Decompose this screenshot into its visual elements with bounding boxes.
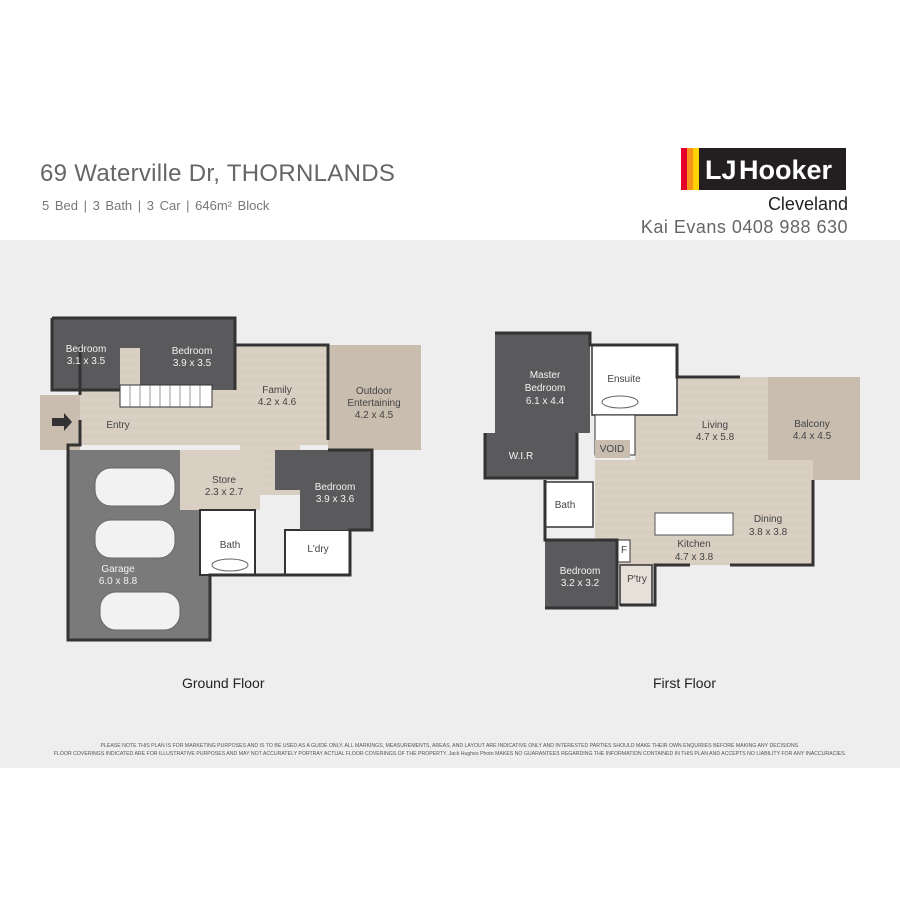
disclaimer-line-2: FLOOR COVERINGS INDICATED ARE FOR ILLUST… <box>53 751 847 757</box>
gf-room-name: Outdoor <box>356 386 393 397</box>
outdoor-entertaining-area <box>328 345 421 450</box>
gf-room-name: Bedroom <box>172 346 213 357</box>
ff-room-name: Kitchen <box>677 539 710 550</box>
gf-room-name: Store <box>212 475 236 486</box>
gf-outdoor-second-line: Entertaining <box>347 398 400 409</box>
ff-room-name: Bath <box>555 500 576 511</box>
bedroom-4-floor <box>545 540 617 608</box>
first-floor-label: First Floor <box>653 675 716 691</box>
master-bedroom-floor <box>495 333 590 433</box>
ff-room-name: W.I.R <box>509 451 533 462</box>
entry-arrow-icon <box>52 413 72 431</box>
gf-room-size: 6.0 x 8.8 <box>99 576 138 587</box>
gf-room-size: 3.9 x 3.6 <box>316 494 355 505</box>
disclaimer-line-1: PLEASE NOTE THIS PLAN IS FOR MARKETING P… <box>100 743 800 749</box>
void-floor <box>595 440 630 458</box>
ff-room-name: Ensuite <box>607 374 641 385</box>
office-name: Cleveland <box>767 194 848 214</box>
ff-room-size: 6.1 x 4.4 <box>526 396 565 407</box>
property-address: 69 Waterville Dr, THORNLANDS <box>40 160 396 187</box>
ff-room-name: F <box>621 545 627 556</box>
bedroom-3-floor <box>300 450 372 530</box>
gf-room-size: 2.3 x 2.7 <box>205 487 244 498</box>
ff-room-size: 4.7 x 3.8 <box>675 552 714 563</box>
logo-lj: LJ <box>705 155 737 185</box>
ff-room-name: VOID <box>600 444 624 455</box>
bedroom-1-floor <box>52 318 120 390</box>
ff-master-second-line: Bedroom <box>525 383 566 394</box>
ground-floor-label: Ground Floor <box>182 675 265 691</box>
ff-room-size: 4.4 x 4.5 <box>793 431 832 442</box>
disclaimer: PLEASE NOTE THIS PLAN IS FOR MARKETING P… <box>10 742 890 758</box>
ff-room-name: Bedroom <box>560 566 601 577</box>
ground-floor-plan: Bedroom 3.1 x 3.5 Bedroom 3.9 x 3.5 Fami… <box>40 316 421 642</box>
gf-room-name: Bedroom <box>66 344 107 355</box>
gf-room-name: Family <box>262 385 291 396</box>
gf-room-size: 3.1 x 3.5 <box>67 356 106 367</box>
bath-floor-first <box>544 481 594 528</box>
pantry-floor <box>619 564 653 606</box>
ff-room-name: Balcony <box>794 419 830 430</box>
gf-room-size: 4.2 x 4.6 <box>258 397 297 408</box>
gf-room-name: Bath <box>220 540 241 551</box>
property-specs: 5 Bed | 3 Bath | 3 Car | 646m² Block <box>42 198 270 213</box>
ff-room-name: Dining <box>754 514 782 525</box>
bedroom-2-floor <box>140 318 235 390</box>
kitchen-island <box>654 512 734 536</box>
ff-room-name: Living <box>702 420 728 431</box>
first-floor-plan: Master 6.1 x 4.4 Ensuite W.I.R VOID Livi… <box>483 331 860 610</box>
ff-room-size: 4.7 x 5.8 <box>696 432 735 443</box>
agent-contact: Kai Evans 0408 988 630 <box>640 217 848 237</box>
lj-hooker-logo: LJ Hooker <box>681 148 846 190</box>
logo-hooker: Hooker <box>739 155 833 185</box>
car-icons <box>94 467 181 631</box>
gf-room-size: 4.2 x 4.5 <box>355 410 394 421</box>
gf-room-name: Bedroom <box>315 482 356 493</box>
gf-room-name: L'dry <box>307 544 328 555</box>
ff-room-size: 3.8 x 3.8 <box>749 527 788 538</box>
stairs-ground <box>119 384 213 408</box>
ff-room-name: Master <box>530 370 561 381</box>
gf-room-name: Entry <box>106 420 129 431</box>
ff-room-name: P'try <box>627 574 647 585</box>
gf-room-name: Garage <box>101 564 135 575</box>
gf-room-size: 3.9 x 3.5 <box>173 358 212 369</box>
ff-room-size: 3.2 x 3.2 <box>561 578 600 589</box>
store-floor <box>180 450 260 510</box>
